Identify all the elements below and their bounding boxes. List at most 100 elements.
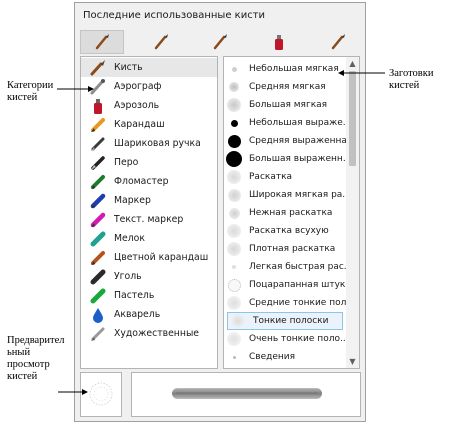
artistic-brush-icon [91, 327, 105, 341]
colored-pencil-icon [91, 250, 105, 265]
preset-faint-icon [224, 265, 244, 269]
callout-preview-line-3: просмотр [7, 359, 50, 370]
preset-item[interactable]: Средняя мягкая [224, 78, 346, 96]
preset-label: Раскатка всухую [249, 226, 329, 236]
highlighter-icon [90, 212, 106, 227]
callout-preview-line-2: ьный [7, 347, 31, 358]
crayon-icon [90, 231, 106, 246]
preset-item[interactable]: Сведения [224, 348, 346, 366]
preset-large-soft-icon [224, 98, 244, 112]
preset-item[interactable]: Легкая быстрая рас... [224, 258, 346, 276]
recent-brushes-bar [80, 29, 360, 55]
preset-item[interactable]: Широкая мягкая ра... [224, 186, 346, 204]
scroll-up-icon[interactable]: ▲ [349, 59, 356, 68]
preset-label: Очень тонкие поло... [249, 334, 346, 344]
category-marker[interactable]: Маркер [81, 191, 217, 210]
category-crayon[interactable]: Мелок [81, 229, 217, 248]
preset-item[interactable]: Раскатка всухую [224, 222, 346, 240]
category-label: Цветной карандаш [114, 252, 209, 263]
preset-label: Большая выраженн... [249, 154, 346, 164]
preset-medium-hard-icon [224, 134, 244, 148]
preset-label: Раскатка [249, 172, 293, 182]
category-colored-pencil[interactable]: Цветной карандаш [81, 248, 217, 267]
category-highlighter[interactable]: Текст. маркер [81, 210, 217, 229]
category-airbrush[interactable]: Аэрограф [81, 77, 217, 96]
category-felt-tip[interactable]: Фломастер [81, 172, 217, 191]
recent-brush-3[interactable] [198, 30, 242, 54]
preset-texture-icon [224, 296, 244, 310]
category-brush[interactable]: Кисть [81, 58, 217, 77]
recent-brush-4[interactable] [257, 30, 301, 54]
callout-preview: Предварител ьный просмотр кистей [7, 335, 65, 383]
brush-tip-preview-icon [89, 382, 113, 406]
category-charcoal[interactable]: Уголь [81, 267, 217, 286]
callout-categories: Категории кистей [7, 80, 53, 104]
recent-brush-1[interactable] [80, 30, 124, 54]
category-pencil[interactable]: Карандаш [81, 115, 217, 134]
brush-preset-list[interactable]: Небольшая мягкая Средняя мягкая Большая … [223, 56, 360, 369]
brush-category-list[interactable]: Кисть Аэрограф Аэрозоль Карандаш Шариков… [80, 56, 218, 369]
category-ballpoint[interactable]: Шариковая ручка [81, 134, 217, 153]
category-label: Перо [114, 157, 139, 168]
preset-label: Средняя мягкая [249, 82, 326, 92]
preset-item[interactable]: Большая мягкая [224, 96, 346, 114]
preset-item[interactable]: Небольшая выраже... [224, 114, 346, 132]
marker-icon [90, 193, 106, 208]
callout-presets: Заготовки кистей [389, 68, 433, 92]
category-label: Аэрограф [114, 81, 162, 92]
preset-texture-icon [224, 278, 244, 292]
scroll-thumb[interactable] [349, 71, 356, 166]
preset-label: Большая мягкая [249, 100, 328, 110]
preset-item[interactable]: Поцарапанная штук... [224, 276, 346, 294]
arrow-categories [57, 86, 94, 92]
preset-item[interactable]: Нежная раскатка [224, 204, 346, 222]
callout-preview-line-4: кистей [7, 371, 38, 382]
category-artistic[interactable]: Художественные [81, 324, 217, 343]
callout-categories-line-1: Категории [7, 80, 54, 91]
category-label: Кисть [114, 62, 143, 73]
scroll-down-icon[interactable]: ▼ [349, 357, 356, 366]
preset-texture-icon [224, 224, 244, 238]
fountain-pen-icon [91, 155, 105, 170]
preset-item[interactable]: Средняя выраженная [224, 132, 346, 150]
preset-texture-icon [224, 188, 244, 202]
category-pen[interactable]: Перо [81, 153, 217, 172]
preset-label: Плотная раскатка [249, 244, 336, 254]
preset-item[interactable]: Средние тонкие пол... [224, 294, 346, 312]
pencil-icon [91, 117, 105, 132]
recent-brush-5[interactable] [316, 30, 360, 54]
recent-brush-2[interactable] [139, 30, 183, 54]
brush-tip-preview [80, 372, 122, 417]
preset-label: Нежная раскатка [249, 208, 333, 218]
preset-item[interactable]: Большая выраженн... [224, 150, 346, 168]
airbrush-icon [90, 78, 105, 94]
category-label: Фломастер [114, 176, 169, 187]
preset-faint-icon [224, 355, 244, 359]
category-pastel[interactable]: Пастель [81, 286, 217, 305]
category-label: Шариковая ручка [114, 138, 201, 149]
category-spray[interactable]: Аэрозоль [81, 96, 217, 115]
preset-label: Средняя выраженная [249, 136, 346, 146]
brush-icon [90, 59, 105, 75]
felt-tip-icon [91, 174, 105, 189]
preset-item[interactable]: Очень тонкие поло... [224, 330, 346, 348]
category-watercolor[interactable]: Акварель [81, 305, 217, 324]
preset-item[interactable]: Небольшая мягкая [224, 60, 346, 78]
preset-scrollbar[interactable]: ▲ ▼ [346, 57, 359, 368]
preset-texture-icon [224, 207, 244, 219]
category-label: Пастель [114, 290, 155, 301]
preset-label: Сведения [249, 352, 296, 362]
preset-medium-soft-icon [224, 82, 244, 92]
preset-large-hard-icon [224, 151, 244, 167]
preset-label: Легкая быстрая рас... [249, 262, 346, 272]
brush-icon [154, 34, 168, 50]
preset-item[interactable]: Плотная раскатка [224, 240, 346, 258]
preset-label: Тонкие полоски [253, 316, 329, 326]
callout-preview-line-1: Предварител [7, 335, 65, 346]
preset-item-selected[interactable]: Тонкие полоски [227, 312, 343, 330]
category-label: Художественные [114, 328, 200, 339]
charcoal-icon [90, 269, 106, 284]
preset-item[interactable]: Раскатка [224, 168, 346, 186]
brush-stroke-preview [131, 372, 361, 417]
